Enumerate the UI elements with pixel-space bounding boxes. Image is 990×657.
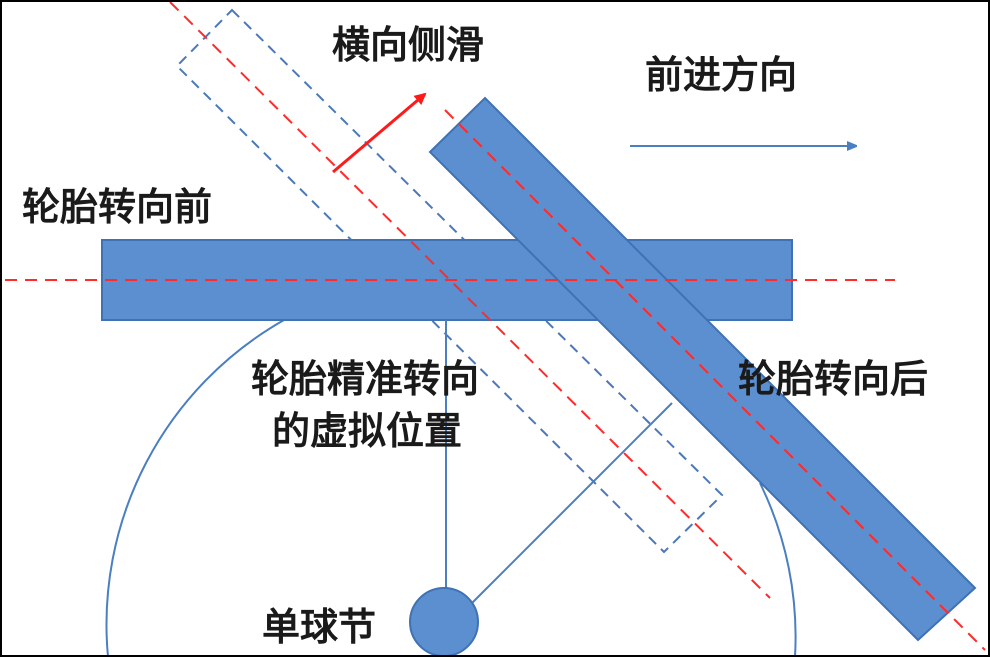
diagonal-link xyxy=(469,402,673,606)
ball-joint xyxy=(409,587,479,657)
label-ball-joint: 单球节 xyxy=(262,605,376,649)
label-virtual-position-line1: 轮胎精准转向 xyxy=(251,357,479,401)
label-forward-direction: 前进方向 xyxy=(645,53,797,97)
label-lateral-slip: 横向侧滑 xyxy=(332,23,484,67)
label-tire-before-steer: 轮胎转向前 xyxy=(22,185,212,229)
virtual-centerline xyxy=(169,1,771,599)
lateral-slip-arrow xyxy=(332,92,427,174)
virtual-tire-outline xyxy=(175,8,724,554)
label-tire-after-steer: 轮胎转向后 xyxy=(738,357,928,401)
steered-centerline xyxy=(444,109,986,651)
wheel-arc xyxy=(105,319,797,657)
label-virtual-position-line2: 的虚拟位置 xyxy=(272,409,462,453)
tire-after-steer xyxy=(428,96,977,642)
